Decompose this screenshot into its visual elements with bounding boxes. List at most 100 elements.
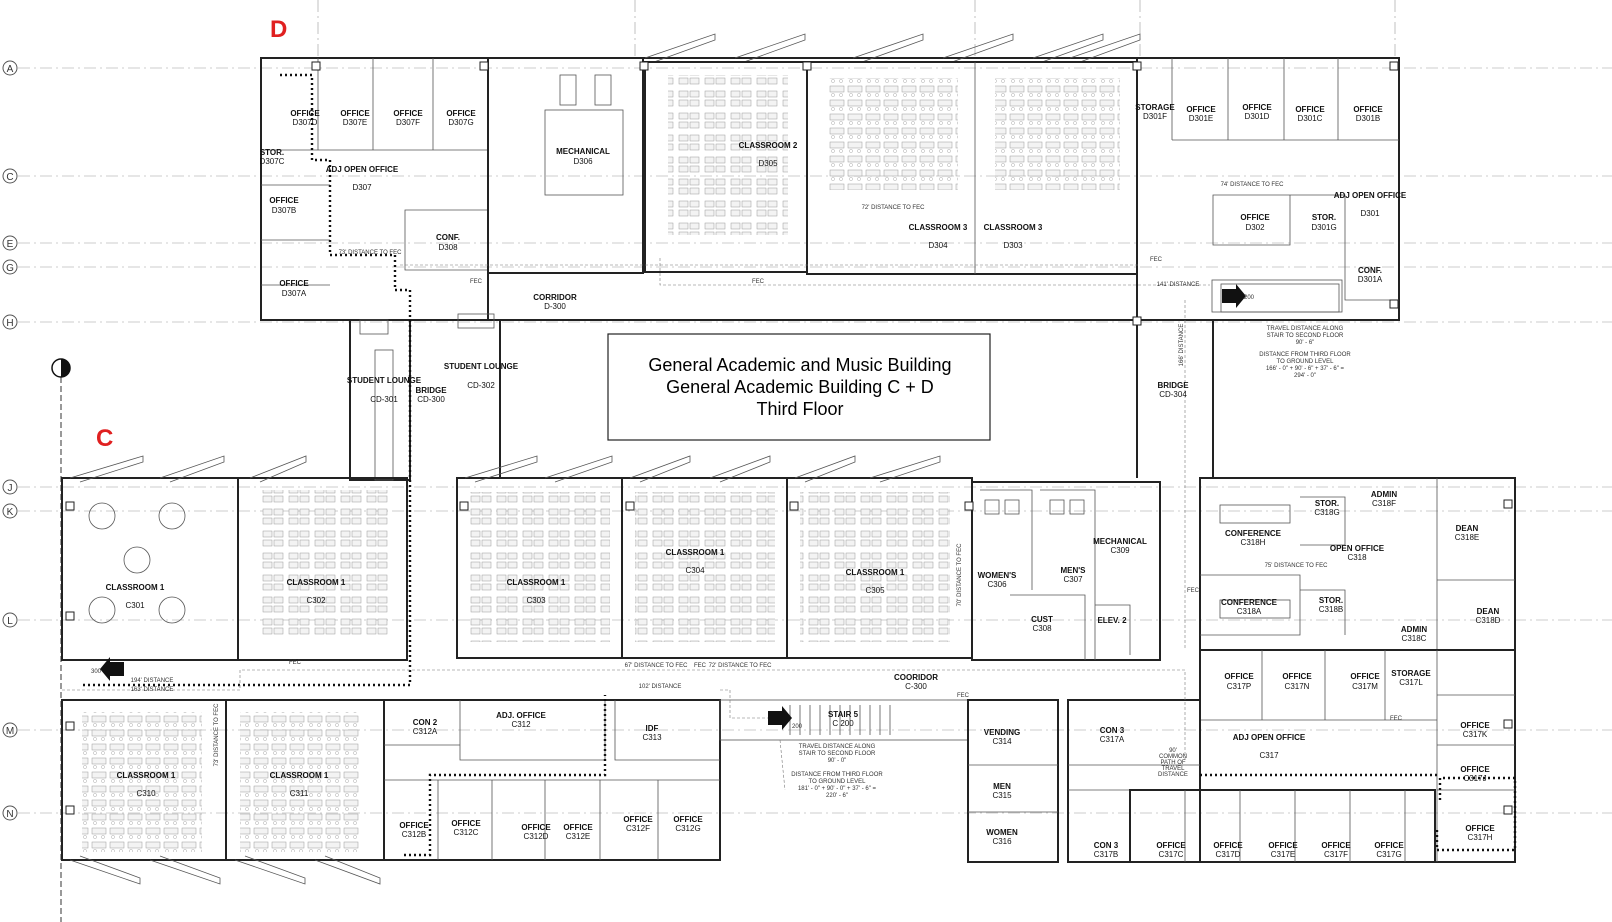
svg-text:STORAGE: STORAGE xyxy=(1135,103,1175,112)
svg-text:C317A: C317A xyxy=(1100,735,1125,744)
svg-text:C304: C304 xyxy=(685,566,705,575)
svg-text:ADMIN: ADMIN xyxy=(1401,625,1427,634)
svg-text:C317H: C317H xyxy=(1468,833,1493,842)
svg-text:C312B: C312B xyxy=(402,830,426,839)
svg-text:CLASSROOM 1: CLASSROOM 1 xyxy=(117,771,176,780)
svg-text:C317G: C317G xyxy=(1376,850,1401,859)
title-line-3: Third Floor xyxy=(756,399,843,419)
notes: 73' DISTANCE TO FEC 72' DISTANCE TO FEC … xyxy=(91,182,1403,799)
svg-text:C312C: C312C xyxy=(454,828,479,837)
svg-text:OFFICE: OFFICE xyxy=(1282,672,1312,681)
svg-text:OFFICE: OFFICE xyxy=(1268,841,1298,850)
svg-text:OFFICE: OFFICE xyxy=(1465,824,1495,833)
svg-text:D307G: D307G xyxy=(448,118,473,127)
svg-text:C317L: C317L xyxy=(1399,678,1423,687)
svg-text:G: G xyxy=(6,263,14,274)
svg-text:OFFICE: OFFICE xyxy=(279,279,309,288)
svg-text:A: A xyxy=(7,64,14,75)
note-d-166: 166' DISTANCE xyxy=(1179,324,1185,367)
note-c-stair-1: TRAVEL DISTANCE ALONG xyxy=(799,744,876,750)
svg-text:ADJ OPEN OFFICE: ADJ OPEN OFFICE xyxy=(1233,733,1306,742)
fec-label: FEC xyxy=(957,693,970,699)
svg-text:OFFICE: OFFICE xyxy=(269,196,299,205)
wing-label-d: D xyxy=(270,16,287,43)
note-c-common-1: 90' xyxy=(1169,748,1177,754)
grid-bubbles: A C E G H J K L M N xyxy=(2,60,18,821)
svg-text:OFFICE: OFFICE xyxy=(290,109,320,118)
svg-text:D301F: D301F xyxy=(1143,112,1167,121)
note-c-stair-3: 90' - 0" xyxy=(828,758,847,764)
svg-text:C314: C314 xyxy=(992,737,1012,746)
note-d-stair-1: TRAVEL DISTANCE ALONG xyxy=(1267,326,1344,332)
svg-text:OFFICE: OFFICE xyxy=(1295,105,1325,114)
svg-text:K: K xyxy=(7,507,14,518)
svg-text:D301: D301 xyxy=(1360,209,1380,218)
svg-text:STOR.: STOR. xyxy=(1315,499,1339,508)
svg-text:ELEV. 2: ELEV. 2 xyxy=(1097,616,1127,625)
svg-text:D307B: D307B xyxy=(272,206,296,215)
svg-text:D301D: D301D xyxy=(1245,112,1270,121)
svg-text:OFFICE: OFFICE xyxy=(446,109,476,118)
svg-text:D303: D303 xyxy=(1003,241,1023,250)
columns xyxy=(65,61,1513,815)
svg-text:CON 3: CON 3 xyxy=(1100,726,1125,735)
svg-text:M: M xyxy=(6,726,14,737)
svg-text:C302: C302 xyxy=(306,596,326,605)
svg-text:C318: C318 xyxy=(1347,553,1367,562)
grid-bubble-h: H xyxy=(2,314,18,330)
svg-text:C 200: C 200 xyxy=(832,719,854,728)
svg-text:CD-300: CD-300 xyxy=(417,395,445,404)
svg-text:C317D: C317D xyxy=(1216,850,1241,859)
svg-text:CON 3: CON 3 xyxy=(1094,841,1119,850)
svg-text:OFFICE: OFFICE xyxy=(1156,841,1186,850)
svg-text:ADJ OPEN OFFICE: ADJ OPEN OFFICE xyxy=(1334,191,1407,200)
fec-label: FEC xyxy=(1187,588,1200,594)
note-d-74: 74' DISTANCE TO FEC xyxy=(1221,182,1284,188)
room-d307c: STOR.D307C xyxy=(260,148,285,166)
svg-text:J: J xyxy=(8,483,13,494)
svg-text:OFFICE: OFFICE xyxy=(563,823,593,832)
svg-text:L: L xyxy=(7,616,13,627)
svg-text:IDF: IDF xyxy=(646,724,659,733)
svg-text:C311: C311 xyxy=(290,789,309,798)
svg-text:C315: C315 xyxy=(992,791,1012,800)
room-c318b: STOR.C318B xyxy=(1319,596,1343,614)
wing-label-c: C xyxy=(96,425,113,452)
svg-text:D308: D308 xyxy=(438,243,458,252)
svg-text:MEN: MEN xyxy=(993,782,1011,791)
svg-text:C303: C303 xyxy=(526,596,546,605)
svg-text:OFFICE: OFFICE xyxy=(393,109,423,118)
title-line-1: General Academic and Music Building xyxy=(648,355,951,375)
svg-text:ADJ. OFFICE: ADJ. OFFICE xyxy=(496,711,546,720)
note-c-exit-tag: 300 xyxy=(91,669,102,675)
svg-text:D301A: D301A xyxy=(1358,275,1383,284)
note-c-102: 102' DISTANCE xyxy=(639,684,682,690)
svg-text:C317N: C317N xyxy=(1285,682,1310,691)
fec-label: FEC xyxy=(1150,257,1163,263)
svg-text:C317P: C317P xyxy=(1227,682,1251,691)
grid-bubble-n: N xyxy=(2,805,18,821)
svg-text:C308: C308 xyxy=(1032,624,1052,633)
svg-text:C318G: C318G xyxy=(1314,508,1339,517)
